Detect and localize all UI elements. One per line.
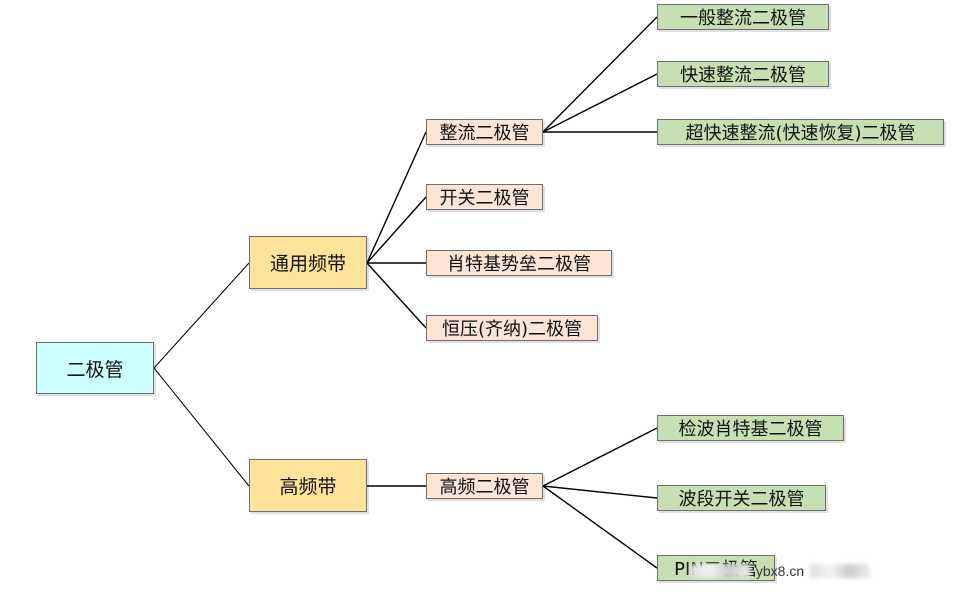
connector-hfdiode-detector xyxy=(542,427,658,487)
node-label: 肖特基势垒二极管 xyxy=(447,254,591,275)
connector-general-rectifier xyxy=(366,131,427,264)
watermark-blur xyxy=(810,564,871,578)
connector-hfdiode-pin xyxy=(542,485,658,569)
watermark-blur xyxy=(689,564,750,578)
watermark: ybx8.cn xyxy=(610,556,950,586)
node-schottky-diode: 肖特基势垒二极管 xyxy=(426,250,612,276)
node-ultrafast-rectifier-diode: 超快速整流(快速恢复)二极管 xyxy=(657,119,944,145)
node-label: 开关二极管 xyxy=(439,188,530,209)
node-switching-diode: 开关二极管 xyxy=(426,184,543,210)
node-high-band: 高频带 xyxy=(249,459,367,512)
connector-rectifier-general xyxy=(542,16,658,133)
connector-general-switching xyxy=(366,196,427,264)
node-label: 快速整流二极管 xyxy=(680,65,806,86)
node-hf-diode: 高频二极管 xyxy=(426,473,543,499)
watermark-text: ybx8.cn xyxy=(755,563,805,579)
node-label: 超快速整流(快速恢复)二极管 xyxy=(685,123,916,144)
node-rectifier-diode: 整流二极管 xyxy=(426,119,543,145)
connector-hfdiode-bandswitch xyxy=(542,485,658,499)
node-general-rectifier-diode: 一般整流二极管 xyxy=(657,4,829,30)
node-label: 波段开关二极管 xyxy=(678,489,805,510)
node-label: 整流二极管 xyxy=(439,123,530,144)
node-label: 检波肖特基二极管 xyxy=(678,419,823,440)
node-label: 通用频带 xyxy=(269,253,346,275)
node-detector-schottky-diode: 检波肖特基二极管 xyxy=(657,415,844,441)
connector-rectifier-fast xyxy=(542,73,658,133)
node-diode-root: 二极管 xyxy=(36,342,154,394)
node-label: 高频二极管 xyxy=(439,477,530,498)
connector-root-general xyxy=(153,262,250,369)
node-label: 一般整流二极管 xyxy=(680,8,806,29)
node-zener-diode: 恒压(齐纳)二极管 xyxy=(426,315,598,341)
node-label: 二极管 xyxy=(66,358,124,381)
node-label: 高频带 xyxy=(279,476,337,498)
node-band-switch-diode: 波段开关二极管 xyxy=(657,485,826,511)
node-fast-rectifier-diode: 快速整流二极管 xyxy=(657,61,829,87)
connector-general-zener xyxy=(366,262,427,329)
node-general-band: 通用频带 xyxy=(249,236,367,289)
node-label: 恒压(齐纳)二极管 xyxy=(441,319,583,340)
connector-root-high xyxy=(153,367,250,487)
